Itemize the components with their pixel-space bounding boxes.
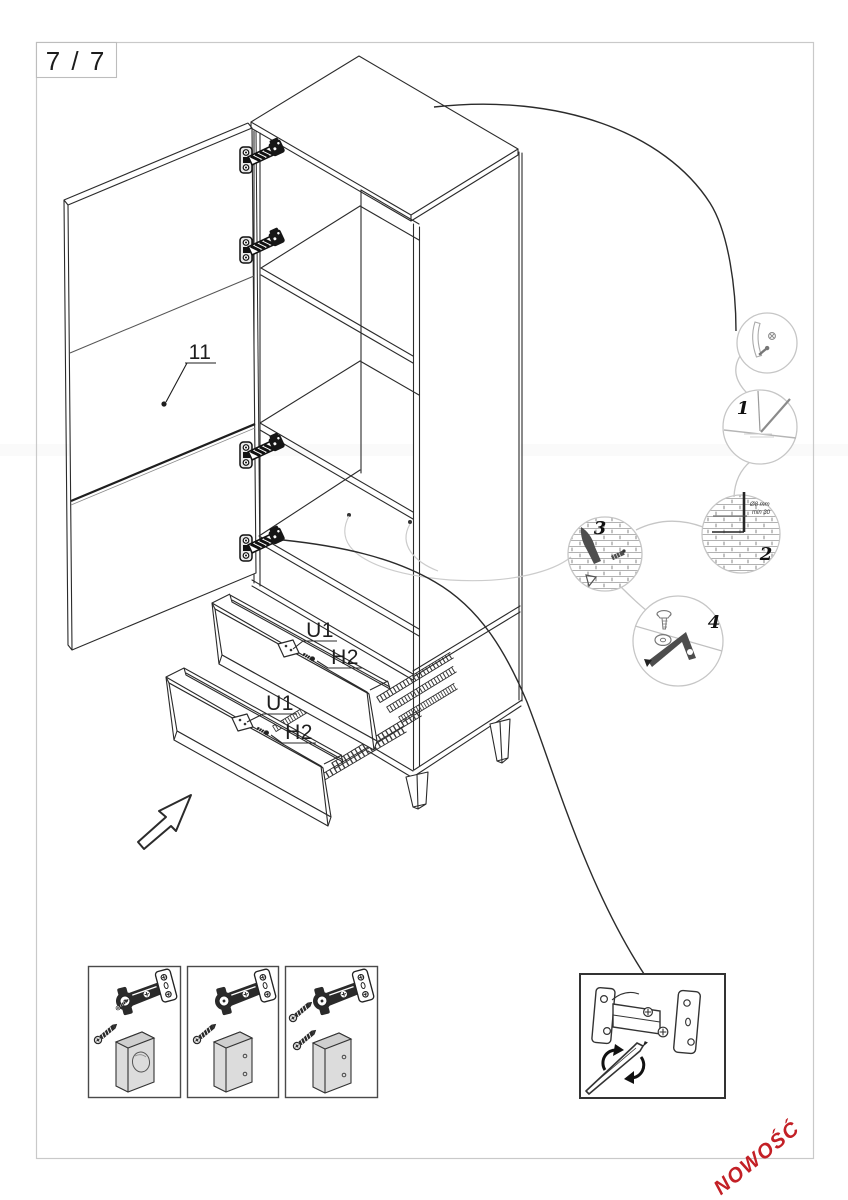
direction-arrow: [137, 794, 192, 850]
page-frame: 7 / 7: [35, 41, 815, 1160]
callout-plug: [736, 312, 798, 374]
drawer-upper-bolt-label: H2: [331, 646, 359, 669]
screw-icon: [758, 345, 770, 356]
wall-fix-hole-1: [347, 513, 351, 517]
hinge-adjust-box: [579, 973, 726, 1099]
wall-mount-callouts: 1 Ø8 mm min 30 2 3: [567, 312, 798, 687]
callout-step3: 3: [567, 516, 643, 592]
page-number: 7 / 7: [46, 46, 107, 76]
legs: [405, 718, 511, 810]
step-2-label: 2: [759, 544, 773, 565]
pencil-icon: [585, 1041, 648, 1095]
step-1-label: 1: [737, 398, 750, 419]
drawer-upper-fitting: U1 H2: [277, 619, 362, 669]
bolt-icon: [302, 652, 315, 662]
callout-step2: Ø8 mm min 30 2: [701, 492, 781, 574]
door-label-leader: [165, 362, 188, 403]
drawer-lower-fitting: U1 H2: [231, 692, 316, 744]
drill-note-line2: min 30: [752, 510, 771, 516]
drawer-lower-bracket-label: U1: [266, 692, 294, 715]
step-3-label: 3: [594, 518, 607, 539]
hinge-box-2: [186, 965, 280, 1099]
callout-step1: 1: [722, 389, 798, 465]
hammer-icon: [580, 527, 601, 564]
callout-step4: 4: [632, 595, 724, 687]
page-border: [35, 41, 815, 1160]
drawer-upper-bracket-label: U1: [306, 619, 334, 642]
drawer-lower-bolt-label: H2: [285, 721, 313, 744]
impact-mark: [585, 574, 598, 588]
rotation-arrows: [601, 1044, 646, 1084]
step-4-label: 4: [708, 612, 721, 633]
wall-plug-icon: [752, 321, 763, 358]
leader-curve-top: [433, 103, 737, 332]
wrench-icon: [644, 632, 696, 667]
hinge-box-1: [87, 965, 182, 1099]
drill-note-line1: Ø8 mm: [749, 502, 770, 508]
wall-fix-hole-2: [408, 520, 412, 524]
callout-connector: [635, 520, 704, 531]
door-groove-2: [70, 422, 256, 503]
door-label: 11: [189, 341, 212, 364]
screw-icon: [656, 610, 672, 630]
hinge-adjust-drawing: [591, 986, 701, 1055]
hinge-box-3: [284, 965, 379, 1099]
shelves: [251, 205, 420, 681]
door: [63, 122, 261, 651]
leader-curves: [282, 103, 737, 978]
bolt-icon: [256, 726, 269, 736]
side-panel-face: [413, 152, 522, 770]
wall-hole-leaders: [344, 515, 572, 582]
callout-connector: [620, 586, 648, 612]
leader-curve-hinge-detail: [282, 539, 647, 978]
door-groove-1: [69, 275, 255, 354]
door-face: [67, 127, 257, 651]
new-badge: NOWOŚĆ: [709, 1116, 805, 1200]
door-label-dot: [161, 401, 167, 407]
hinge-boxes: [87, 965, 379, 1099]
page-number-box: [35, 41, 118, 79]
washer-icon: [654, 633, 672, 646]
callout-connector: [733, 460, 752, 498]
drawers: U1 H2 U1 H2: [165, 593, 391, 827]
door-label-group: 11: [161, 341, 216, 407]
